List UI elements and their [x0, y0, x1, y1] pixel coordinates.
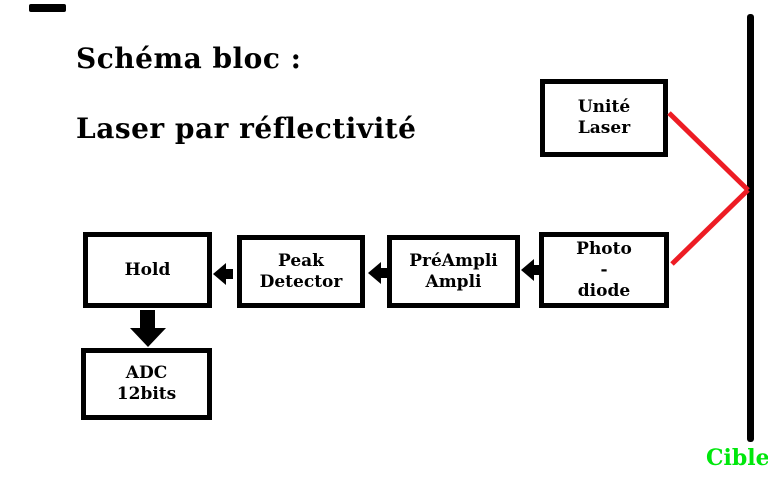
arrow-hold-to-adc	[130, 310, 166, 347]
node-hold-label: Hold	[124, 259, 171, 280]
diagram-title-line2: Laser par réflectivité	[76, 112, 417, 145]
laser-beam-reflected	[670, 188, 750, 266]
stray-ink-mark	[29, 4, 66, 12]
arrow-photodiode-to-preampli	[521, 259, 540, 281]
cible-label: Cible	[706, 445, 768, 471]
node-adc-12bits-label: ADC 12bits	[116, 363, 177, 404]
node-unite-laser: Unité Laser	[540, 79, 668, 157]
node-preampli-ampli: PréAmpli Ampli	[387, 235, 520, 308]
node-photo-diode: Photo - diode	[539, 232, 669, 308]
diagram-title-line1: Schéma bloc :	[76, 42, 302, 75]
node-adc-12bits: ADC 12bits	[81, 348, 212, 420]
laser-beam-outgoing	[667, 111, 750, 192]
node-unite-laser-label: Unité Laser	[577, 97, 631, 138]
node-peak-detector-label: Peak Detector	[259, 250, 343, 292]
node-hold: Hold	[83, 232, 212, 308]
node-preampli-ampli-label: PréAmpli Ampli	[409, 250, 498, 292]
node-peak-detector: Peak Detector	[237, 235, 365, 308]
arrow-preampli-to-peak-detector	[368, 262, 388, 284]
arrow-peak-detector-to-hold	[213, 263, 233, 285]
node-photo-diode-label: Photo - diode	[576, 238, 632, 301]
cible-target-bar	[747, 14, 754, 442]
